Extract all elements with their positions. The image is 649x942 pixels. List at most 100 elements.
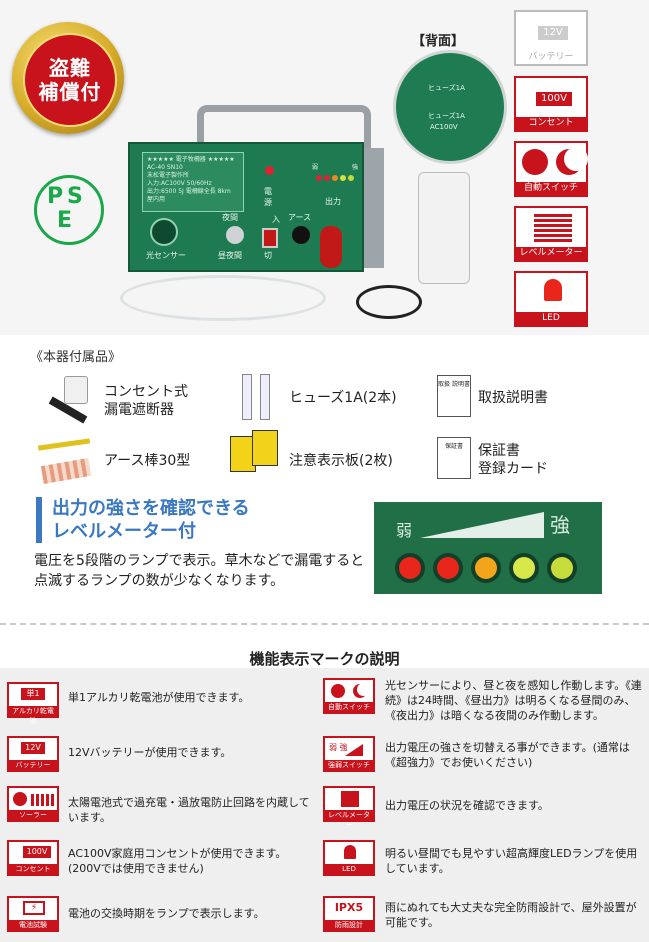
level-meter-panel: 弱 強 <box>374 502 602 594</box>
level-lamps <box>395 553 577 583</box>
warranty-doc-text: 保証書 <box>444 443 463 450</box>
sun-icon <box>522 149 548 175</box>
level-lamp <box>513 557 535 579</box>
pse-letter-p: P <box>47 184 64 209</box>
sun-icon <box>13 792 27 806</box>
meter-led-2 <box>324 175 330 181</box>
battery-mark-text: 12V <box>21 742 45 754</box>
accessory-breaker-line1: コンセント式 <box>104 384 188 400</box>
battery-mark-desc: 12Vバッテリーが使用できます。 <box>68 746 232 759</box>
lightning-icon: ⚡ <box>23 901 45 915</box>
accessories-title: 《本器付属品》 <box>30 350 122 365</box>
auto-switch-label: 自動スイッチ <box>516 182 586 195</box>
pse-letter-e: E <box>57 208 73 233</box>
alkaline-mark-desc: 単1アルカリ乾電池が使用できます。 <box>68 691 250 704</box>
led-icon: LED <box>514 271 588 327</box>
daynight-label: 昼夜間 <box>218 251 242 260</box>
level-heading-accent <box>36 497 42 543</box>
earth-terminal[interactable] <box>292 226 310 244</box>
fence-wire-coil <box>120 275 326 321</box>
level-description: 電圧を5段階のランプで表示。草木などで漏電すると点滅するランプの数が少なくなりま… <box>34 553 365 589</box>
level-heading-line2: レベルメーター付 <box>52 521 196 542</box>
level-lamp <box>475 557 497 579</box>
battery-test-mark-desc: 電池の交換時期をランプで表示します。 <box>68 907 265 920</box>
leakage-breaker-plug <box>418 172 470 284</box>
outlet-value: 100V <box>536 92 572 106</box>
strength-switch-mark-label: 強弱スイッチ <box>325 760 373 770</box>
alkaline-mark-text: 単1 <box>21 688 45 700</box>
manual-document-icon: 取扱 説明書 <box>437 375 471 417</box>
level-meter-mark-desc: 出力電圧の状況を確認できます。 <box>385 799 549 812</box>
led-bulb-icon <box>544 279 562 301</box>
outlet-mark-text: 100V <box>23 846 51 858</box>
on-label: 入 <box>272 215 280 224</box>
panel-strong-label: 強 <box>550 513 570 537</box>
level-heading: 出力の強さを確認できる レベルメーター付 <box>52 497 250 543</box>
back-ac: AC100V <box>430 123 458 131</box>
rainproof-mark: IPX5 防雨設計 <box>323 896 375 932</box>
level-meter-icon: レベルメーター <box>514 206 588 262</box>
battery-value: 12V <box>538 26 568 40</box>
plate-title: ★★★★★ 電子牧柵器 ★★★★★ <box>147 156 235 163</box>
warning-sign-accessory-image <box>230 430 282 480</box>
alkaline-mark-label: アルカリ乾電池 <box>9 706 57 725</box>
warranty-document-icon: 保証書 <box>437 437 471 479</box>
auto-switch-icon: 自動スイッチ <box>514 141 588 197</box>
earth-label: アース <box>288 213 312 222</box>
plate-spec3: 屋内用 <box>147 196 166 203</box>
alkaline-battery-mark: 単1 アルカリ乾電池 <box>7 682 59 725</box>
led-bulb-icon <box>344 845 356 859</box>
battery-test-mark: ⚡ 電池試験 <box>7 896 59 932</box>
strength-switch-mark-desc: 出力電圧の強さを切替える事ができます。(通常は《超強力》でお使いください) <box>385 741 630 769</box>
plate-spec1: 入力:AC100V 50/60Hz <box>147 180 212 187</box>
power-label: 電源 <box>264 187 272 207</box>
plate-model: AC-40 SN10 <box>147 164 183 171</box>
ipx5-text: IPX5 <box>334 901 364 914</box>
back-title: 【背面】 <box>412 34 465 49</box>
accessory-manual-text: 取扱説明書 <box>478 390 548 406</box>
night-label: 夜間 <box>222 213 238 222</box>
meter-led-1 <box>316 175 322 181</box>
accessory-earth-rod-text: アース棒30型 <box>104 453 191 469</box>
device-handle <box>197 105 371 158</box>
power-lamp <box>265 166 274 175</box>
panel-weak-label: 弱 <box>396 521 412 540</box>
accessory-warning-sign-text: 注意表示板(2枚) <box>289 453 393 469</box>
output-label: 出力 <box>325 197 341 206</box>
day-night-switch[interactable] <box>226 226 244 244</box>
meter-led-5 <box>348 175 354 181</box>
sun-icon <box>331 684 345 698</box>
led-mark-label: LED <box>325 864 373 874</box>
outlet-mark-desc: AC100V家庭用コンセントが使用できます。(200Vでは使用できません) <box>68 847 287 875</box>
auto-switch-mark-desc: 光センサーにより、昼と夜を感知し作動します。《連続》は24時間、《昼出力》は明る… <box>385 679 642 722</box>
device-side-panel <box>360 148 384 268</box>
level-bars-icon <box>534 214 572 244</box>
output-terminal[interactable] <box>320 226 342 268</box>
strength-wedge <box>420 512 544 538</box>
pse-letter-s: S <box>67 184 83 209</box>
level-meter-mark-label: レベルメーター <box>325 810 373 829</box>
back-fuse2: ヒューズ1A <box>428 112 465 120</box>
accessory-breaker-text: コンセント式 漏電遮断器 <box>104 383 188 419</box>
marks-section-title: 機能表示マークの説明 <box>249 650 400 668</box>
power-switch[interactable] <box>262 228 278 248</box>
fuse-accessory-image <box>238 372 278 422</box>
breaker-accessory-image <box>44 376 96 430</box>
plate-spec2: 出力:6500 5J 電柵線全長 8km <box>147 188 231 195</box>
pse-mark: P S E <box>34 175 104 245</box>
level-meter-mark: レベルメーター <box>323 786 375 829</box>
battery-12v-icon: 12V バッテリー <box>514 10 588 66</box>
battery-mark: 12V バッテリー <box>7 736 59 772</box>
auto-switch-mark: 自動スイッチ <box>323 678 375 714</box>
accessory-breaker-line2: 漏電遮断器 <box>104 402 174 418</box>
section-divider <box>0 623 649 625</box>
power-cable <box>356 285 422 319</box>
solar-mark-desc: 太陽電池式で過充電・過放電防止回路を内蔵しています。 <box>68 796 310 824</box>
seal-line2: 補償付 <box>38 80 102 104</box>
outlet-label: コンセント <box>516 117 586 130</box>
led-mark: LED <box>323 840 375 876</box>
meter-led-4 <box>340 175 346 181</box>
strength-switch-mark: 弱 強 強弱スイッチ <box>323 736 375 772</box>
level-block-icon <box>341 791 359 807</box>
meter-strong-label: 強 <box>352 164 359 171</box>
